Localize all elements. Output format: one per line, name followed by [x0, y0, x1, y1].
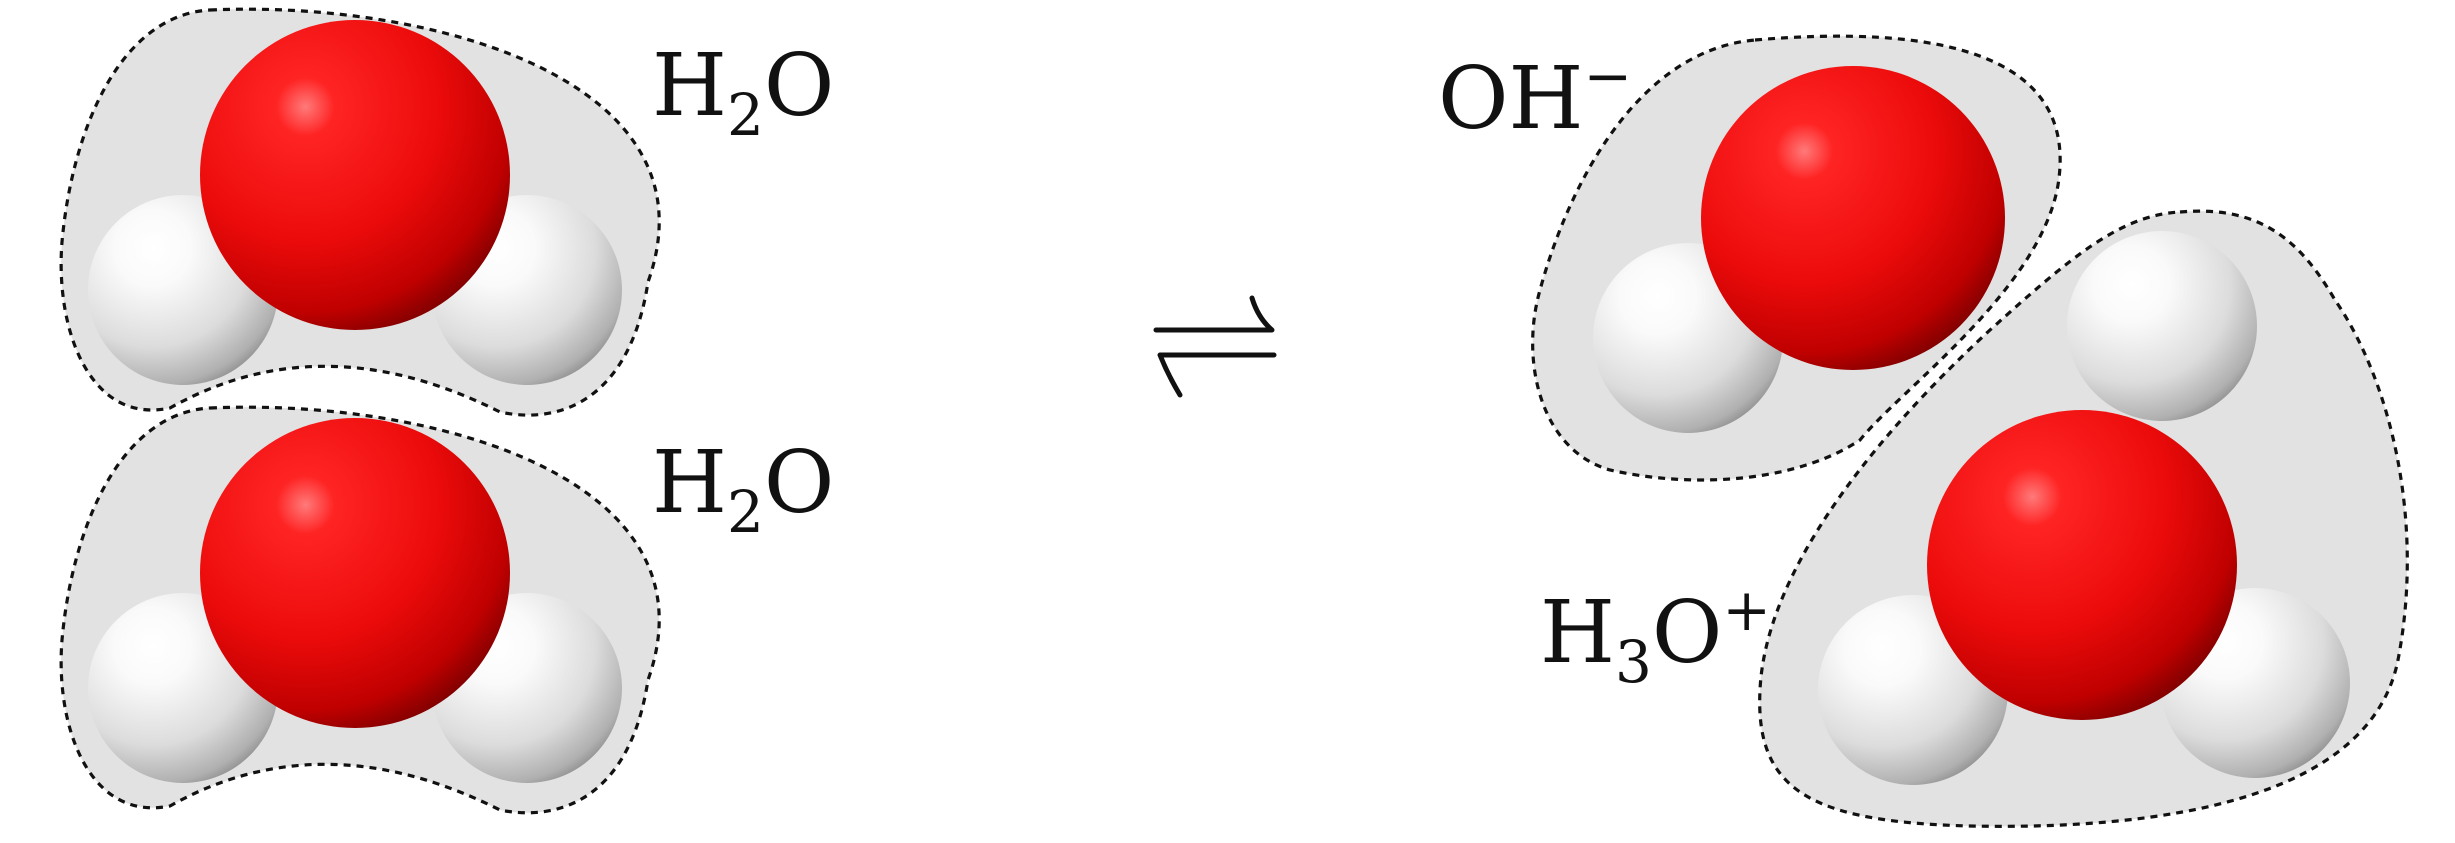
equilibrium-arrow-icon	[1153, 295, 1277, 398]
formula-label-hydroxide: OH−	[1438, 42, 1632, 149]
formula-label-hydronium: H3O+	[1540, 576, 1771, 696]
oxygen-atom	[1927, 410, 2237, 720]
formula-label-h2o-bottom: H2O	[652, 433, 834, 546]
reactant-water-molecule-bottom	[59, 405, 661, 815]
hydrogen-atom	[2067, 231, 2257, 421]
product-hydronium-ion	[1758, 209, 2409, 828]
formula-label-h2o-top: H2O	[652, 36, 834, 149]
product-hydroxide-ion	[1531, 34, 2062, 482]
oxygen-atom	[200, 20, 510, 330]
oxygen-atom	[200, 418, 510, 728]
oxygen-atom	[1701, 66, 2005, 370]
reactant-water-molecule-top	[59, 7, 661, 417]
